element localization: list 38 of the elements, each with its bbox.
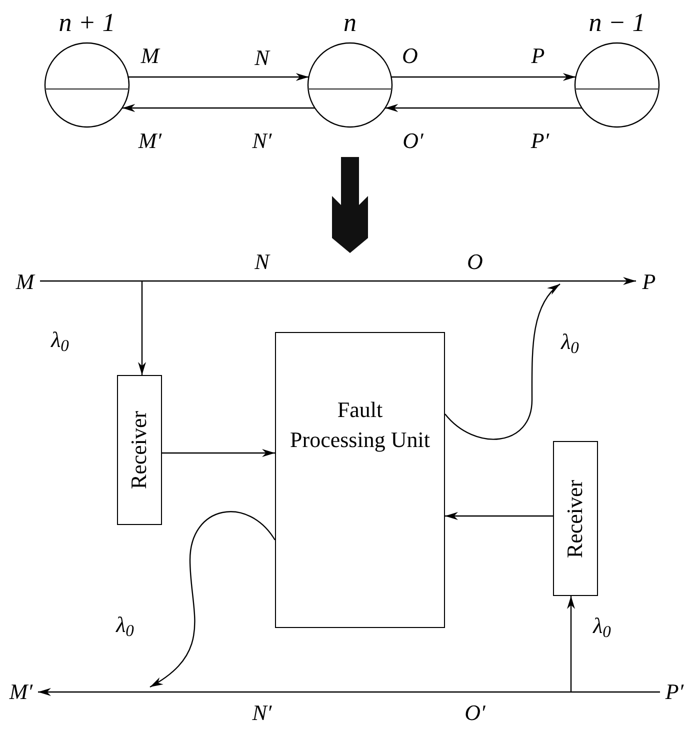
process-box: Fault Processing Unit [275, 332, 445, 628]
arrow [38, 688, 660, 696]
signal-label: O′ [464, 702, 486, 724]
signal-label: λ$_{0}$ [116, 614, 134, 636]
signal-label: N [254, 251, 270, 273]
arrow [138, 281, 146, 375]
arrow [567, 596, 575, 692]
signal-label: P [531, 45, 545, 67]
arrow [445, 512, 553, 520]
arrow [162, 449, 275, 457]
arrow [40, 277, 636, 285]
receiver-box: Receiver [553, 441, 598, 596]
signal-label: M [140, 45, 160, 67]
line-end-label: P′ [660, 678, 689, 706]
line-end-label: M′ [4, 678, 38, 706]
arrow [391, 73, 576, 81]
line-end-label: P [636, 268, 662, 296]
wavy-arrow [444, 284, 560, 440]
signal-label: O [467, 251, 483, 273]
signal-label: λ$_{0}$ [51, 329, 69, 351]
signal-label: λ$_{0}$ [561, 331, 579, 353]
arrow [385, 104, 582, 112]
node-label: n [344, 7, 356, 39]
node-label: n + 1 [58, 7, 116, 39]
receiver-box: Receiver [117, 375, 162, 525]
arrow [128, 73, 309, 81]
wavy-arrow [150, 511, 276, 688]
line-end-label: M [10, 268, 40, 296]
signal-label: P′ [530, 130, 550, 152]
signal-label: O [402, 45, 418, 67]
node-label: n − 1 [588, 7, 646, 39]
signal-label: M′ [138, 130, 162, 152]
signal-label: λ$_{0}$ [593, 615, 611, 637]
signal-label: N′ [252, 130, 272, 152]
signal-label: N [254, 47, 270, 69]
signal-label: O′ [402, 130, 424, 152]
arrow [122, 104, 315, 112]
signal-label: N′ [252, 702, 272, 724]
